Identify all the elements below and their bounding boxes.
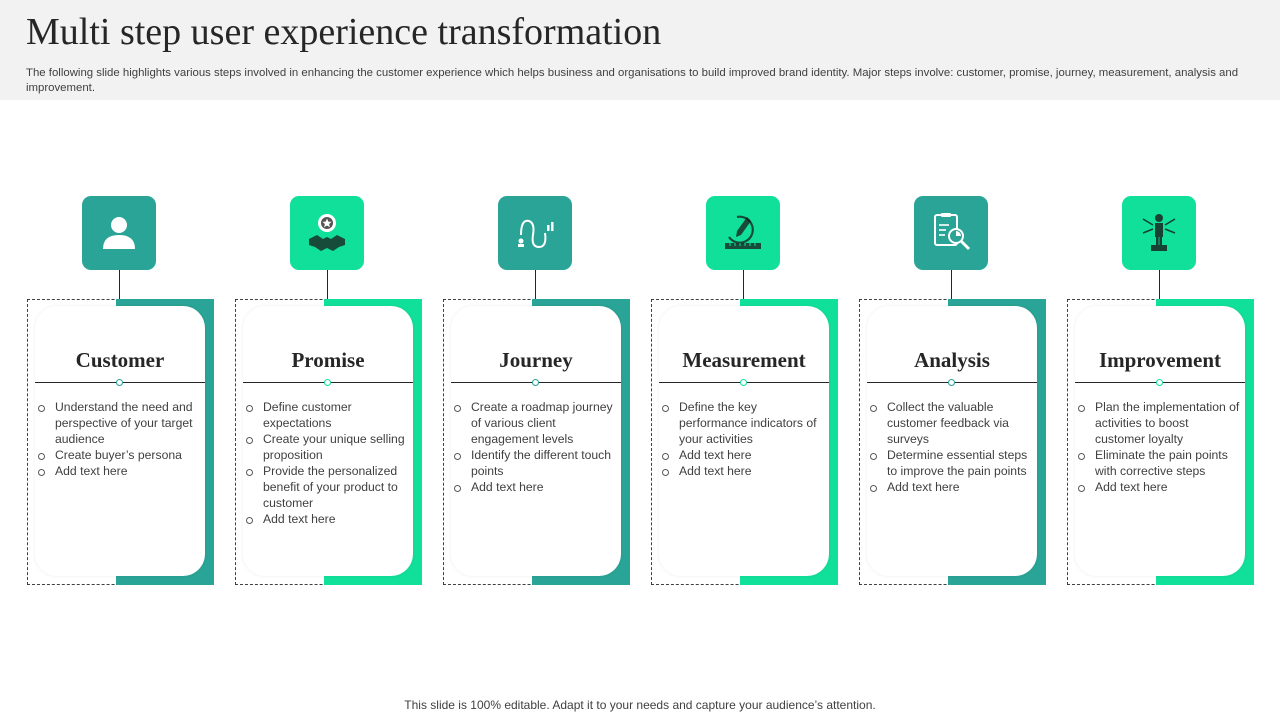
bullet-item: Collect the valuable customer feedback v…: [869, 399, 1033, 447]
divider-dot: [1156, 379, 1163, 386]
step-bullets: Define customer expectations Create your…: [245, 399, 409, 527]
connector-line: [1159, 270, 1160, 299]
bullet-item: Provide the personalized benefit of your…: [245, 463, 409, 511]
bullet-item: Create buyer’s persona: [37, 447, 201, 463]
bullet-item: Eliminate the pain points with correctiv…: [1077, 447, 1241, 479]
divider-dot: [740, 379, 747, 386]
connector-line: [535, 270, 536, 299]
step-measurement: Measurement Define the key performance i…: [651, 196, 839, 586]
bullet-item: Create a roadmap journey of various clie…: [453, 399, 617, 447]
step-title: Measurement: [682, 348, 806, 372]
measurement-icon: [706, 196, 780, 270]
bullet-item: Add text here: [661, 463, 825, 479]
connector-line: [119, 270, 120, 299]
divider-dot: [116, 379, 123, 386]
bullet-item: Add text here: [453, 479, 617, 495]
journey-path-icon: [498, 196, 572, 270]
step-journey: Journey Create a roadmap journey of vari…: [443, 196, 631, 586]
step-improvement: Improvement Plan the implementation of a…: [1067, 196, 1255, 586]
step-title: Promise: [291, 348, 365, 372]
bullet-item: Understand the need and perspective of y…: [37, 399, 201, 447]
divider-dot: [324, 379, 331, 386]
analysis-report-icon: [914, 196, 988, 270]
connector-line: [327, 270, 328, 299]
bullet-item: Determine essential steps to improve the…: [869, 447, 1033, 479]
step-card: [451, 306, 621, 576]
handshake-icon: [290, 196, 364, 270]
step-bullets: Create a roadmap journey of various clie…: [453, 399, 617, 495]
improvement-trophy-icon: [1122, 196, 1196, 270]
bullet-item: Identify the different touch points: [453, 447, 617, 479]
bullet-item: Plan the implementation of activities to…: [1077, 399, 1241, 447]
step-title: Analysis: [914, 348, 990, 372]
step-promise: Promise Define customer expectations Cre…: [235, 196, 423, 586]
bullet-item: Add text here: [1077, 479, 1241, 495]
step-card: [659, 306, 829, 576]
step-bullets: Understand the need and perspective of y…: [37, 399, 201, 479]
step-customer: Customer Understand the need and perspec…: [27, 196, 215, 586]
page-title: Multi step user experience transformatio…: [26, 11, 662, 53]
page-subtitle: The following slide highlights various s…: [26, 67, 1239, 94]
bullet-item: Define the key performance indicators of…: [661, 399, 825, 447]
step-analysis: Analysis Collect the valuable customer f…: [859, 196, 1047, 586]
step-card: [243, 306, 413, 576]
bullet-item: Add text here: [37, 463, 201, 479]
step-bullets: Collect the valuable customer feedback v…: [869, 399, 1033, 495]
connector-line: [743, 270, 744, 299]
bullet-item: Add text here: [869, 479, 1033, 495]
step-bullets: Define the key performance indicators of…: [661, 399, 825, 479]
step-bullets: Plan the implementation of activities to…: [1077, 399, 1241, 495]
step-card: [1075, 306, 1245, 576]
step-title: Journey: [499, 348, 573, 372]
connector-line: [951, 270, 952, 299]
divider-dot: [948, 379, 955, 386]
step-card: [35, 306, 205, 576]
header-band: Multi step user experience transformatio…: [0, 0, 1280, 100]
step-card: [867, 306, 1037, 576]
bullet-item: Create your unique selling proposition: [245, 431, 409, 463]
footer-note: This slide is 100% editable. Adapt it to…: [404, 698, 876, 712]
bullet-item: Define customer expectations: [245, 399, 409, 431]
step-title: Improvement: [1098, 348, 1222, 372]
bullet-item: Add text here: [661, 447, 825, 463]
bullet-item: Add text here: [245, 511, 409, 527]
step-title: Customer: [75, 348, 165, 372]
user-icon: [82, 196, 156, 270]
divider-dot: [532, 379, 539, 386]
